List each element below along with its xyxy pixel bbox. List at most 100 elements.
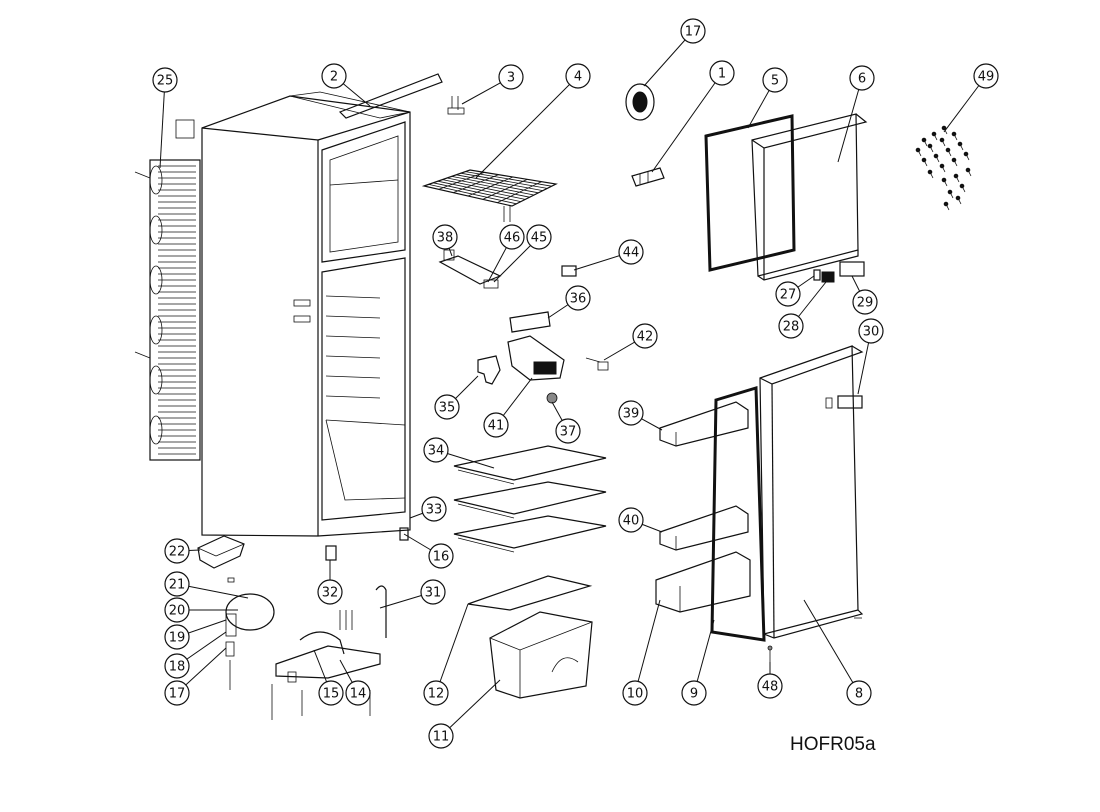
callout-20: 20 <box>164 597 190 623</box>
door-bin-upper <box>659 401 749 447</box>
callout-35: 35 <box>434 394 460 420</box>
door-hinge-small <box>813 269 821 281</box>
callout-15: 15 <box>318 680 344 706</box>
leader-line <box>803 599 860 694</box>
callout-27: 27 <box>775 281 801 307</box>
callout-number: 25 <box>157 74 174 89</box>
lamp-bulb <box>585 357 609 371</box>
callout-32: 32 <box>317 579 343 605</box>
callout-number: 42 <box>637 330 654 345</box>
callout-number: 29 <box>857 296 874 311</box>
callout-1: 1 <box>709 60 735 86</box>
door-bin-middle <box>659 505 749 551</box>
callout-number: 37 <box>560 425 577 440</box>
callout-number: 35 <box>439 401 456 416</box>
door-foot-screw <box>767 645 773 662</box>
callout-3: 3 <box>498 64 524 90</box>
callout-36: 36 <box>565 285 591 311</box>
small-clip <box>561 265 577 277</box>
callout-number: 27 <box>780 288 797 303</box>
callout-number: 30 <box>863 325 880 340</box>
callout-44: 44 <box>618 239 644 265</box>
callout-number: 6 <box>858 72 866 87</box>
diagram-code-label: HOFR05a <box>790 734 876 755</box>
callout-4: 4 <box>565 63 591 89</box>
callout-number: 46 <box>504 231 521 246</box>
foot-cover <box>325 545 337 561</box>
callout-number: 20 <box>169 604 186 619</box>
glass-shelves <box>453 445 607 553</box>
screw-kit <box>915 125 972 211</box>
callout-46: 46 <box>499 224 525 250</box>
callout-29: 29 <box>852 289 878 315</box>
leader-line <box>651 72 723 173</box>
callout-30: 30 <box>858 318 884 344</box>
callout-number: 21 <box>169 578 186 593</box>
callout-19: 19 <box>164 624 190 650</box>
top-cover-strip <box>338 73 443 119</box>
cover-plate <box>509 311 551 333</box>
callout-number: 2 <box>330 70 338 85</box>
callout-11: 11 <box>428 723 454 749</box>
callout-8: 8 <box>846 680 872 706</box>
middle-hinge <box>839 261 865 277</box>
callout-14: 14 <box>345 680 371 706</box>
callout-9: 9 <box>681 680 707 706</box>
callout-17: 17 <box>164 680 190 706</box>
callout-number: 36 <box>570 292 587 307</box>
fridge-door <box>759 345 864 639</box>
callout-17: 17 <box>680 18 706 44</box>
callout-number: 8 <box>855 687 863 702</box>
callout-10: 10 <box>622 680 648 706</box>
callout-5: 5 <box>762 67 788 93</box>
callout-42: 42 <box>632 323 658 349</box>
leader-line <box>693 619 715 694</box>
callout-number: 15 <box>323 687 340 702</box>
fridge-door-gasket <box>710 386 766 642</box>
knob <box>546 392 558 404</box>
callout-number: 41 <box>488 419 505 434</box>
callout-number: 40 <box>623 514 640 529</box>
callout-25: 25 <box>152 67 178 93</box>
callout-number: 28 <box>783 320 800 335</box>
callout-number: 22 <box>169 545 186 560</box>
callout-34: 34 <box>423 437 449 463</box>
leader-line <box>837 77 863 163</box>
callout-2: 2 <box>321 63 347 89</box>
freezer-door <box>751 113 868 281</box>
lamp-housing <box>507 335 565 381</box>
door-bin-bottle <box>655 551 751 613</box>
door-stop <box>631 167 665 187</box>
freezer-door-gasket <box>704 114 796 272</box>
callout-39: 39 <box>618 400 644 426</box>
callout-number: 34 <box>428 444 445 459</box>
compressor-base-plate <box>271 610 381 720</box>
compressor-assembly <box>225 577 275 690</box>
callout-number: 44 <box>623 246 640 261</box>
screw-set <box>447 96 465 115</box>
callout-16: 16 <box>428 543 454 569</box>
callout-number: 38 <box>437 231 454 246</box>
callout-number: 16 <box>433 550 450 565</box>
callout-number: 14 <box>350 687 367 702</box>
leader-line <box>475 75 579 179</box>
callout-12: 12 <box>423 680 449 706</box>
callout-number: 45 <box>531 231 548 246</box>
callout-28: 28 <box>778 313 804 339</box>
callout-number: 17 <box>685 25 702 40</box>
temperature-knob <box>625 83 655 121</box>
leader-line <box>435 603 469 694</box>
callout-21: 21 <box>164 571 190 597</box>
callout-number: 18 <box>169 660 186 675</box>
callout-number: 12 <box>428 687 445 702</box>
callout-48: 48 <box>757 673 783 699</box>
callout-37: 37 <box>555 418 581 444</box>
leader-line <box>440 679 501 737</box>
callout-number: 1 <box>718 67 726 82</box>
callout-6: 6 <box>849 65 875 91</box>
thermostat-assembly <box>438 249 502 289</box>
leader-line <box>159 79 166 169</box>
callout-41: 41 <box>483 412 509 438</box>
crisper-drawer <box>489 611 593 699</box>
